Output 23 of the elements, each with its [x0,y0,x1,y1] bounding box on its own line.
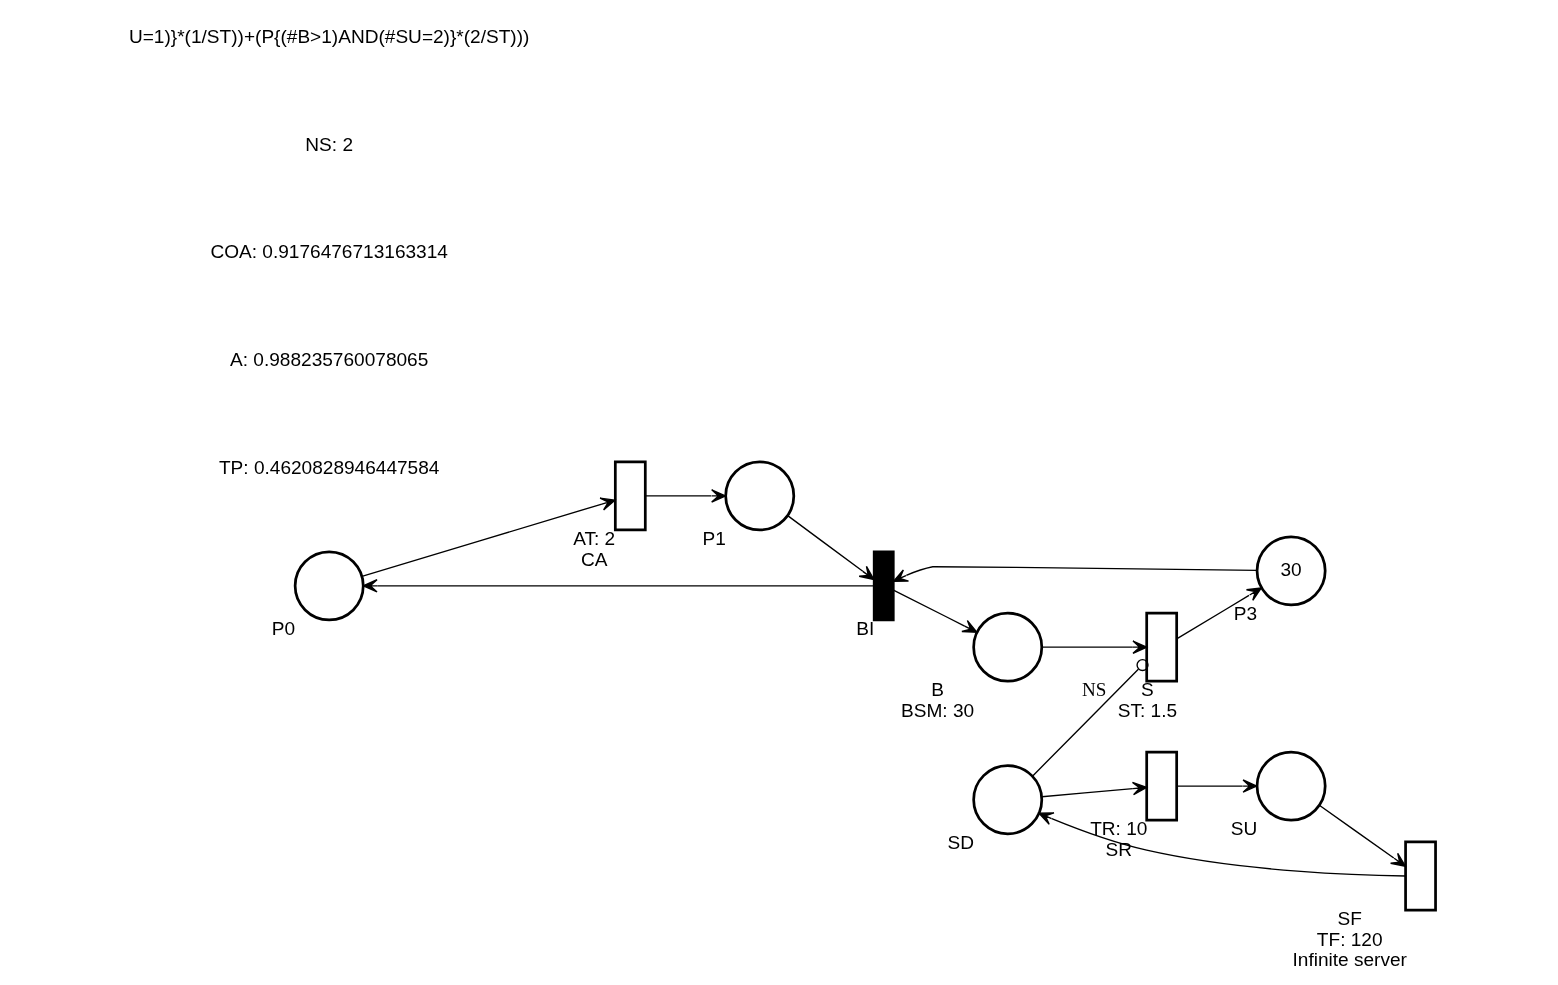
node-label: SD [946,832,974,854]
label: COA: 0.9176476713163314 [209,241,448,263]
node-label: SF [1337,908,1362,930]
node-label: P3 [1233,603,1257,625]
node-label: AT: 2 [572,528,615,550]
label: U=1)}*(1/ST))+(P{(#B>1)AND(#SU=2)}*(2/ST))) [128,26,529,48]
label: TP: 0.4620828946447584 [218,456,439,478]
node-label: CA [580,548,607,570]
node-label: B [930,679,944,701]
node-label: P0 [271,618,295,640]
node-label: ST: 1.5 [1117,699,1177,721]
node-label: SU [1230,818,1257,840]
edge-label: NS [1081,679,1106,701]
node-label: TR: 10 [1089,818,1147,840]
node-label: S [1140,679,1154,701]
node-label: P1 [701,528,726,550]
node-label: BI [855,618,874,640]
label: NS: 2 [304,133,353,155]
node-label: SR [1105,838,1132,860]
node-label: Infinite server [1292,949,1407,971]
label: A: 0.988235760078065 [229,349,428,371]
node-label: TF: 120 [1316,928,1383,950]
node-label: BSM: 30 [900,699,974,721]
